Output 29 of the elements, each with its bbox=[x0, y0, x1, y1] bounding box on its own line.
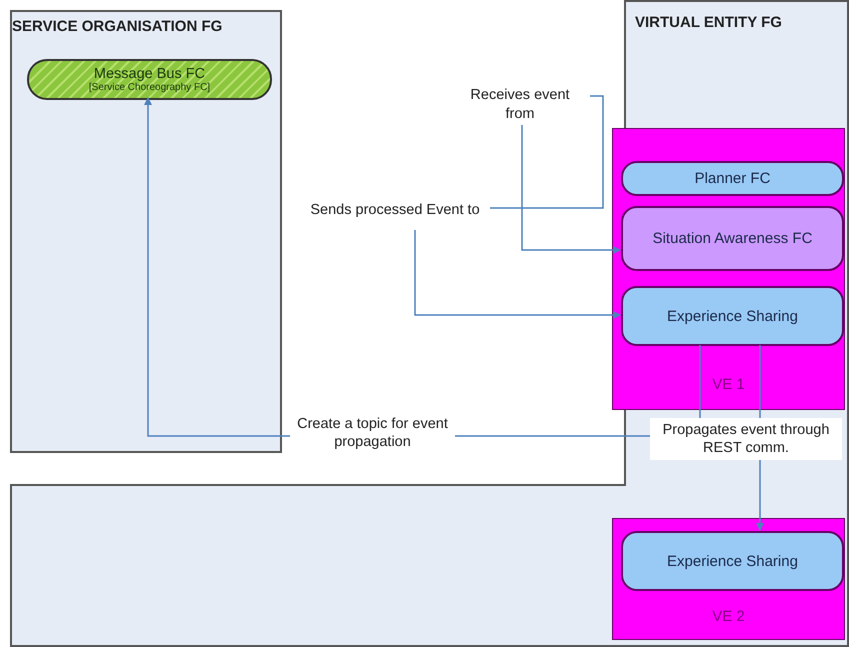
component-pill bbox=[27, 59, 272, 100]
component-name: Message Bus FC bbox=[94, 66, 206, 82]
panel-title: VIRTUAL ENTITY FG bbox=[635, 14, 782, 31]
annotation-text: Sends processed Event to bbox=[300, 190, 490, 230]
component-name: Planner FC bbox=[694, 170, 770, 187]
component-name: Experience Sharing bbox=[667, 552, 798, 570]
annotation-text: Propagates event through REST comm. bbox=[650, 418, 842, 460]
entity-label: VE 1 bbox=[711, 376, 746, 393]
component-box bbox=[621, 206, 844, 271]
entity-label: VE 2 bbox=[711, 608, 746, 625]
annotation-text: Receives event from bbox=[450, 84, 590, 125]
component-subtitle: [Service Choreography FC] bbox=[88, 82, 210, 93]
panel-title: SERVICE ORGANISATION FG bbox=[12, 18, 222, 35]
group-panel bbox=[10, 10, 282, 453]
component-name: Experience Sharing bbox=[667, 308, 798, 324]
entity-box bbox=[612, 128, 845, 410]
arrow bbox=[144, 97, 290, 437]
arrow bbox=[521, 125, 621, 254]
component-box bbox=[621, 286, 844, 346]
component-box bbox=[621, 531, 844, 591]
component-box bbox=[621, 161, 844, 196]
component-name: Situation Awareness FC bbox=[652, 230, 812, 247]
connector-line bbox=[759, 345, 761, 418]
connector-line bbox=[699, 345, 701, 418]
connector-line bbox=[490, 95, 604, 209]
entity-box bbox=[612, 518, 845, 640]
arrow bbox=[414, 230, 621, 319]
connector-line bbox=[455, 435, 650, 437]
arrow bbox=[756, 460, 764, 531]
